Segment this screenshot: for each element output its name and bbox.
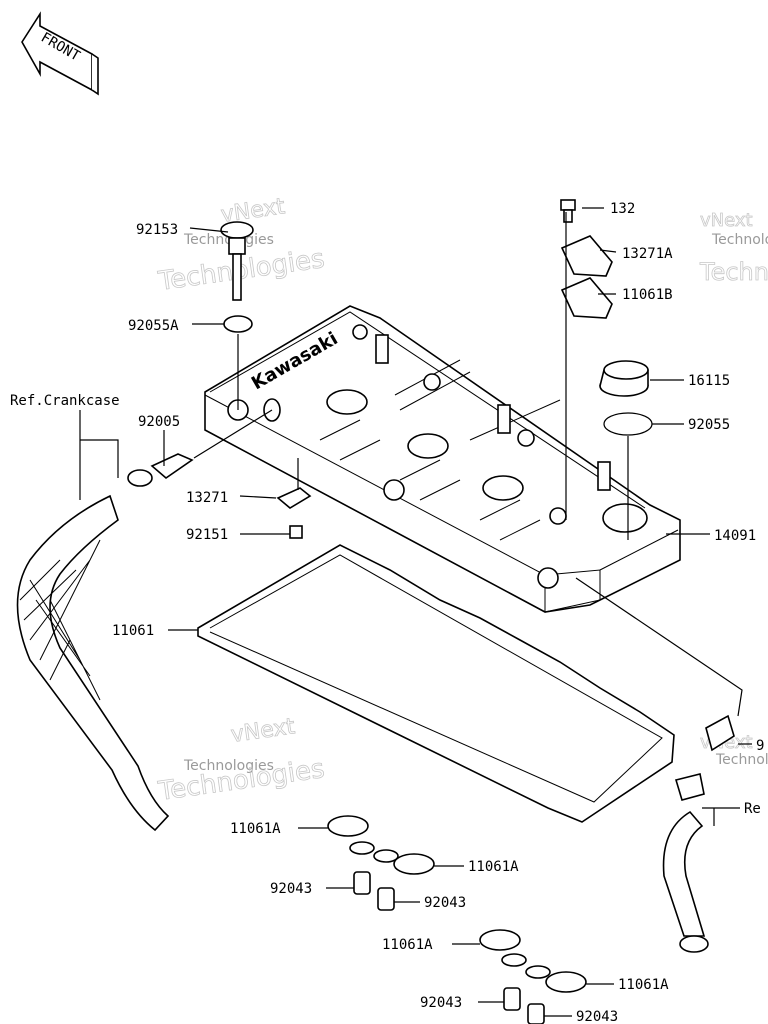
breather-hose-right: [662, 714, 735, 953]
svg-text:vNext: vNext: [229, 714, 296, 748]
bottom-seal-group-1: [327, 815, 435, 911]
bottom-seal-group-2: [479, 929, 587, 1024]
leader-lines: [79, 207, 752, 1017]
part-13271A-plate: [560, 235, 613, 277]
label-11061A-4: 11061A: [618, 977, 669, 993]
part-16115-cap: [599, 360, 649, 397]
svg-text:Technologies: Technologies: [699, 258, 768, 286]
label-92055: 92055: [688, 417, 730, 433]
cylinder-head-cover: Kawasaki: [204, 305, 681, 613]
part-labels: 92153 132 13271A 11061B 92055A 16115 Ref…: [10, 201, 764, 1024]
part-13271-bracket: [276, 487, 312, 509]
label-92043-4: 92043: [576, 1009, 618, 1024]
part-92055-oring: [603, 412, 653, 436]
svg-text:Technologies: Technologies: [183, 758, 274, 774]
label-9-partial: 9: [756, 738, 764, 754]
label-92153: 92153: [136, 222, 178, 238]
label-13271: 13271: [186, 490, 228, 506]
label-14091: 14091: [714, 528, 756, 544]
label-11061B: 11061B: [622, 287, 673, 303]
label-13271A: 13271A: [622, 246, 673, 262]
svg-text:vNext: vNext: [700, 210, 753, 231]
label-11061A-2: 11061A: [468, 859, 519, 875]
label-92043-2: 92043: [424, 895, 466, 911]
label-92005: 92005: [138, 414, 180, 430]
label-132: 132: [610, 201, 635, 217]
part-92055A-oring: [223, 315, 253, 333]
label-11061A-3: 11061A: [382, 937, 433, 953]
part-92153-bolt: [220, 221, 254, 301]
label-ref-right: Re: [744, 801, 761, 817]
label-92043-3: 92043: [420, 995, 462, 1011]
label-11061A-1: 11061A: [230, 821, 281, 837]
part-92151-bolt: [289, 525, 303, 539]
front-arrow-badge: FRONT: [21, 11, 99, 96]
part-132-bolt: [560, 199, 576, 223]
watermark-middle: vNext Technologies Technologies: [155, 714, 326, 808]
label-16115: 16115: [688, 373, 730, 389]
label-92151: 92151: [186, 527, 228, 543]
label-ref-crankcase: Ref.Crankcase: [10, 393, 120, 409]
label-92055A: 92055A: [128, 318, 179, 334]
part-92005-fitting: [127, 453, 194, 487]
label-11061: 11061: [112, 623, 154, 639]
part-11061B-gasket: [560, 277, 613, 319]
cover-gasket: [197, 544, 675, 823]
svg-text:Technologies: Technologies: [711, 232, 768, 248]
watermark-right: Technologies vNext Technologies: [699, 210, 768, 287]
svg-text:Technologies: Technologies: [715, 752, 768, 768]
breather-hose-left: [16, 494, 170, 832]
label-92043-1: 92043: [270, 881, 312, 897]
